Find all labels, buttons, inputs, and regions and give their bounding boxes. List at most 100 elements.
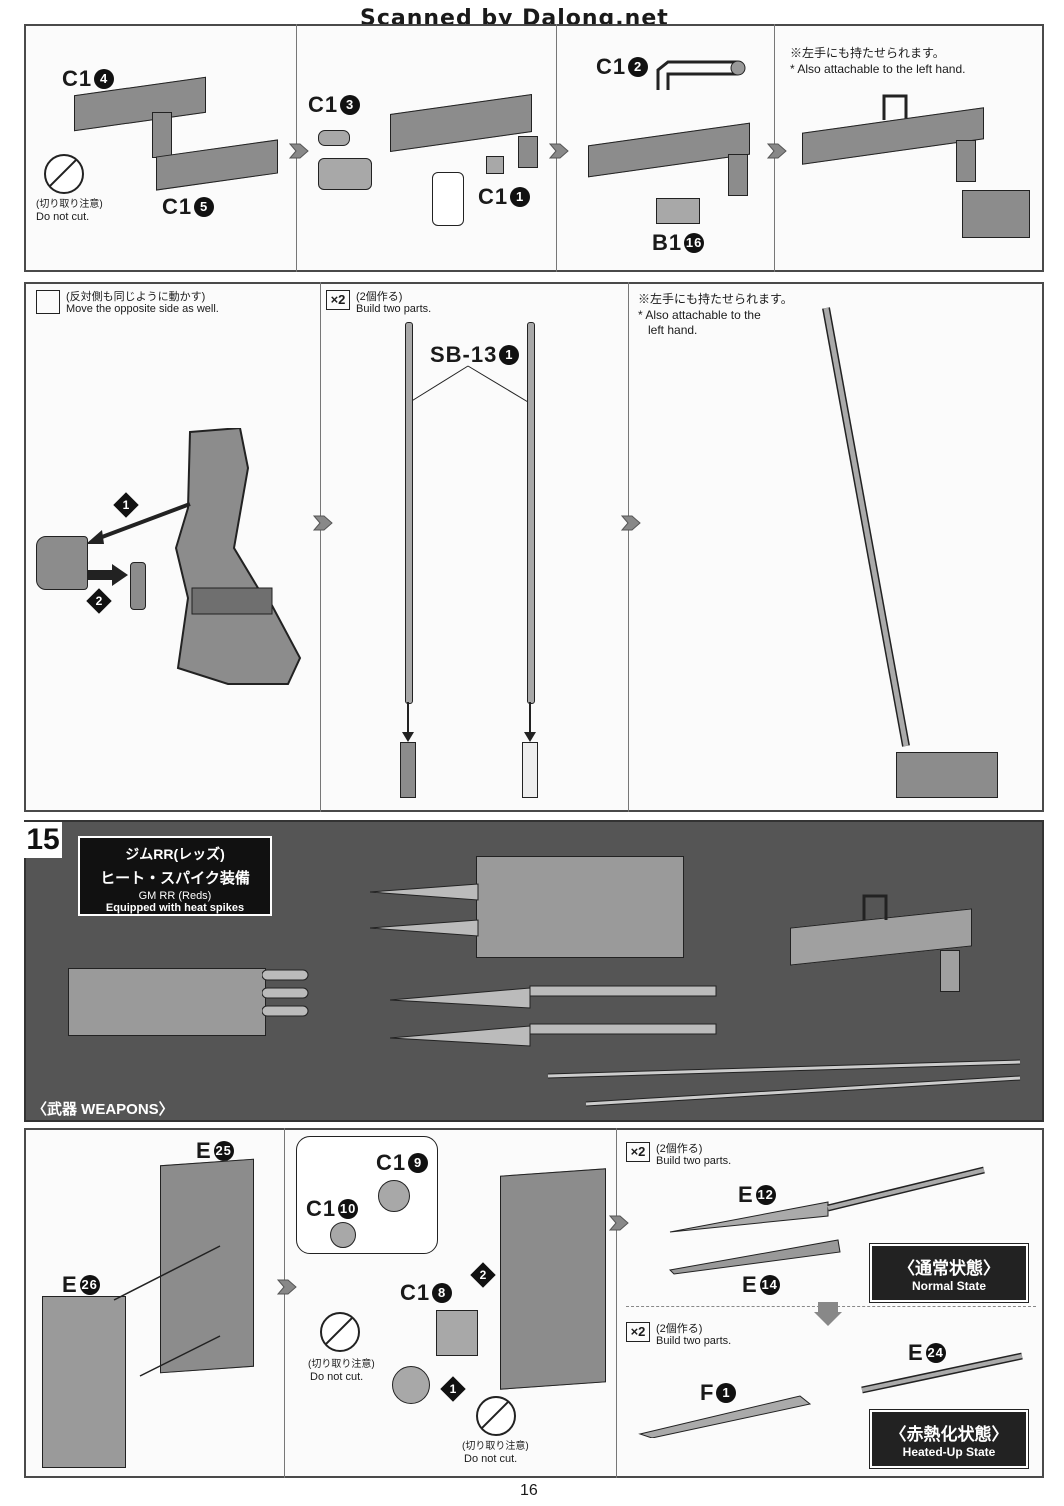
grip-part-dark — [400, 742, 416, 798]
f1-blade-part — [638, 1395, 812, 1438]
gun-grip-part — [152, 112, 172, 158]
gun-grip-part — [728, 154, 748, 196]
next-arrow-icon — [548, 143, 569, 159]
state2-jp: 〈赤熱化状態〉 — [889, 1425, 1009, 1444]
note-en: * Also attachable to the left hand. — [790, 62, 966, 76]
title-en-1: GM RR (Reds) — [138, 890, 212, 902]
gun-grip-part — [956, 140, 976, 182]
spike-rod-2 — [527, 322, 535, 704]
spike-tips-left — [262, 969, 309, 1017]
arrow2-icon — [88, 564, 128, 586]
weapons-label: 〈武器 WEAPONS〉 — [32, 1101, 174, 1118]
spike-blades-top — [370, 883, 479, 937]
no-cut-icon — [44, 154, 84, 194]
barrel-tip-closeup — [318, 158, 372, 190]
next-arrow-icon — [608, 1215, 629, 1231]
x2-badge: ×2 — [626, 1142, 650, 1162]
move-icon — [36, 290, 60, 314]
nocut2-en: Do not cut. — [464, 1453, 518, 1465]
title-box: ジムRR(レッズ) ヒート・スパイク装備 GM RR (Reds) Equipp… — [78, 836, 272, 916]
c18-part — [436, 1310, 478, 1356]
note-jp: ※左手にも持たせられます。 — [790, 46, 945, 60]
arrow1-icon — [86, 502, 191, 544]
step1-icon: 1 — [440, 1376, 466, 1402]
spike-rod-1 — [405, 322, 413, 704]
nocut-jp: (切り取り注意) — [308, 1359, 375, 1370]
handle-part — [656, 60, 746, 90]
rack-assembled-part — [500, 1168, 606, 1390]
gun-grip-part — [940, 950, 960, 992]
spike-rack-top — [476, 856, 684, 958]
next-arrow-icon — [276, 1279, 297, 1295]
e14-blade-part — [668, 1239, 841, 1275]
leader-lines — [409, 365, 529, 403]
spike-held-part — [822, 307, 910, 747]
gun-handle-icon — [882, 94, 908, 120]
state2-en: Heated-Up State — [902, 1445, 996, 1459]
note-en-1: * Also attachable to the — [638, 308, 761, 322]
build-two-en: Build two parts. — [656, 1335, 732, 1347]
build-two-jp: (2個作る) — [656, 1143, 703, 1155]
clip-part — [432, 172, 464, 226]
step1-icon: 1 — [113, 492, 139, 518]
no-cut-icon — [476, 1396, 516, 1436]
down-arrow-icon — [402, 702, 414, 742]
c19-part — [378, 1180, 410, 1212]
leg-part — [174, 428, 302, 685]
build-two-jp: (2個作る) — [356, 291, 403, 303]
heated-state-badge: 〈赤熱化状態〉 Heated-Up State — [869, 1409, 1029, 1469]
move-jp: (反対側も同じように動かす) — [66, 291, 206, 303]
gun-handle-icon — [862, 894, 888, 920]
next-arrow-icon — [288, 143, 309, 159]
round-part — [392, 1366, 430, 1404]
c110-part — [330, 1222, 356, 1248]
state1-en: Normal State — [911, 1279, 987, 1293]
x2-badge: ×2 — [626, 1322, 650, 1342]
e24-rod-part — [861, 1352, 1023, 1394]
title-jp-1: ジムRR(レッズ) — [125, 846, 225, 862]
grip-part-light — [522, 742, 538, 798]
down-arrow-icon — [814, 1302, 842, 1326]
spike-rods — [547, 1059, 1021, 1107]
build-two-en: Build two parts. — [356, 303, 432, 315]
normal-state-badge: 〈通常状態〉 Normal State — [869, 1243, 1029, 1303]
gun-mag-part — [518, 136, 538, 168]
spike-single-2 — [390, 1023, 717, 1047]
down-arrow-icon — [524, 702, 536, 742]
step2-icon: 2 — [86, 588, 112, 614]
title-jp-2: ヒート・スパイク装備 — [100, 870, 250, 887]
cover-part — [36, 536, 88, 590]
state1-jp: 〈通常状態〉 — [898, 1259, 1000, 1278]
hand-part — [962, 190, 1030, 238]
peg-part — [130, 562, 146, 610]
barrel-tip-part — [318, 130, 350, 146]
title-en-2: Equipped with heat spikes — [105, 902, 245, 914]
b116-part — [656, 198, 700, 224]
rack-cover-part — [42, 1296, 126, 1468]
nocut-jp: (切り取り注意) — [36, 199, 103, 210]
assembly-arrows — [113, 1245, 221, 1377]
next-arrow-icon — [620, 515, 641, 531]
page-number: 16 — [520, 1482, 538, 1499]
step2-icon: 2 — [470, 1262, 496, 1288]
no-cut-icon — [320, 1312, 360, 1352]
hand-part — [896, 752, 998, 798]
e12-blade-part — [669, 1166, 985, 1233]
move-en: Move the opposite side as well. — [66, 303, 219, 315]
